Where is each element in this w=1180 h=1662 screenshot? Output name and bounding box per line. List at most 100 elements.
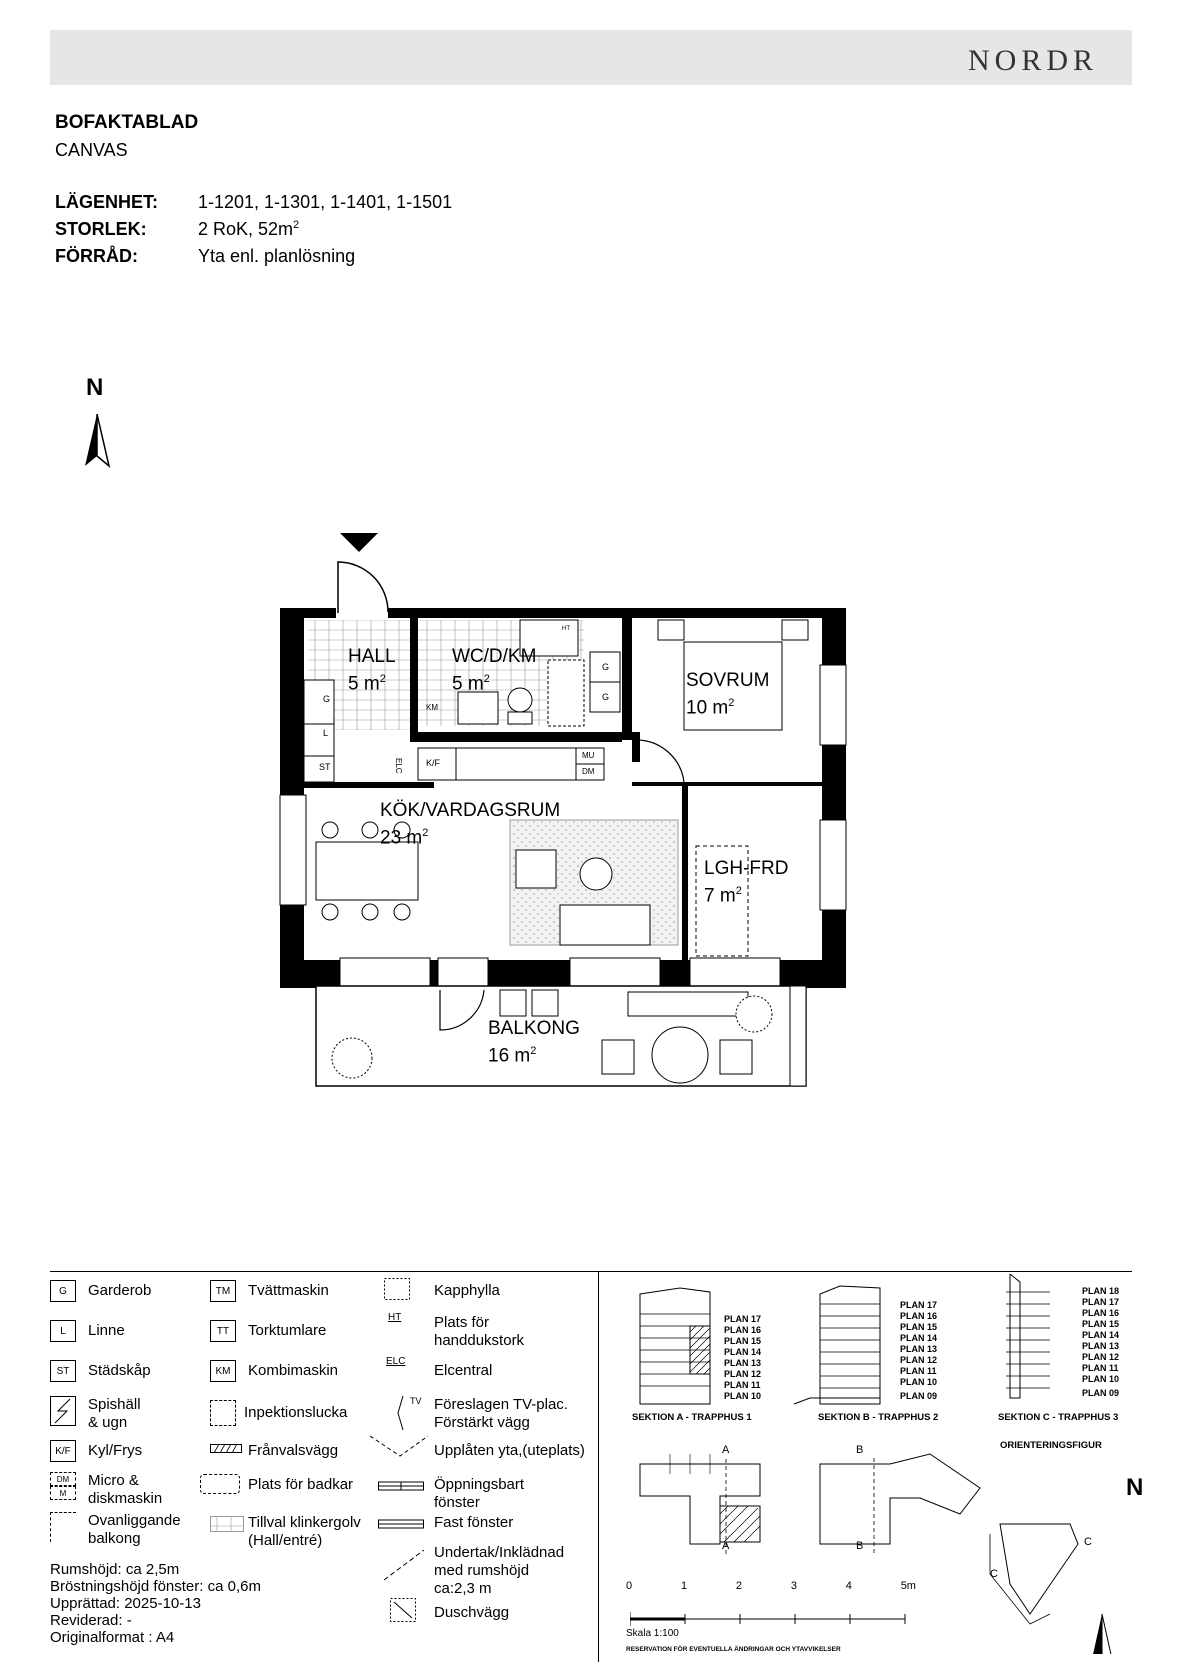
- section-diagrams: [630, 1274, 1112, 1654]
- document-title: BOFAKTABLAD: [55, 112, 199, 133]
- section-a-mark-bottom: A: [722, 1540, 730, 1552]
- tag-stadskap: ST: [319, 762, 331, 772]
- tag-micro: MU: [582, 751, 595, 760]
- legend-inspektionslucka: Inpektionslucka: [244, 1404, 348, 1421]
- ceiling-icon: [384, 1550, 424, 1580]
- coat-rack-icon: [384, 1278, 410, 1300]
- legend-micro: Micro & diskmaskin: [88, 1472, 163, 1507]
- legend-kapphylla: Kapphylla: [434, 1282, 500, 1299]
- tag-garderob-2: G: [602, 662, 610, 672]
- section-b-mark-top: B: [856, 1444, 864, 1456]
- tile-floor-icon: [210, 1516, 244, 1532]
- patio-icon: [370, 1435, 429, 1457]
- legend-garderob-symbol: G: [50, 1280, 76, 1302]
- legend-tv-symbol: TV: [410, 1396, 422, 1406]
- floor-plan: [279, 533, 847, 1087]
- scale-label: Skala 1:100: [626, 1628, 679, 1639]
- header-bar: NORDR: [50, 30, 1132, 85]
- legend-oppningsbart: Öppningsbart fönster: [434, 1476, 525, 1511]
- apartment-numbers: 1-1201, 1-1301, 1-1401, 1-1501: [198, 192, 453, 212]
- legend-km-symbol: KM: [210, 1360, 236, 1382]
- legend-spishall: Spishäll & ugn: [88, 1396, 141, 1431]
- tag-garderob: G: [323, 694, 331, 704]
- section-b-title: SEKTION B - TRAPPHUS 2: [818, 1412, 939, 1423]
- legend-klinkergolv: Tillval klinkergolv (Hall/entré): [248, 1514, 361, 1549]
- storage-label: FÖRRÅD:: [55, 246, 138, 266]
- legend-tv: Föreslagen TV-plac. Förstärkt vägg: [434, 1396, 568, 1431]
- section-c-title: SEKTION C - TRAPPHUS 3: [998, 1412, 1119, 1423]
- legend-ovanliggande: Ovanliggande balkong: [88, 1512, 181, 1547]
- legend-garderob: Garderob: [88, 1282, 152, 1299]
- reservation-note: RESERVATION FÖR EVENTUELLA ÄNDRINGAR OCH…: [626, 1646, 841, 1653]
- section-a-title: SEKTION A - TRAPPHUS 1: [632, 1412, 752, 1423]
- legend-column-divider: [598, 1271, 599, 1662]
- entrance-marker: [340, 533, 378, 552]
- legend-duschvagg: Duschvägg: [434, 1604, 510, 1621]
- legend-fast-fonster: Fast fönster: [434, 1514, 514, 1531]
- legend-linne-symbol: L: [50, 1320, 76, 1342]
- legend-kylfrys: Kyl/Frys: [88, 1442, 143, 1459]
- shower-wall-icon: [390, 1598, 416, 1622]
- legend-franvalsvagg: Frånvalsvägg: [248, 1442, 339, 1459]
- fixed-window-icon: [378, 1519, 424, 1529]
- tag-diskmaskin: DM: [582, 767, 595, 776]
- legend-undertak: Undertak/Inklädnad med rumshöjd ca:2,3 m: [434, 1544, 565, 1597]
- tv-icon: [397, 1396, 404, 1430]
- tag-garderob-3: G: [602, 692, 610, 702]
- legend-tt-symbol: TT: [210, 1320, 236, 1342]
- stove-icon: [50, 1396, 76, 1426]
- legend-elcentral: Elcentral: [434, 1362, 493, 1379]
- tag-kyl-frys: K/F: [426, 758, 441, 768]
- north-arrow-icon: [85, 414, 111, 469]
- tag-kombimaskin: KM: [426, 703, 438, 712]
- section-c-mark-left: C: [990, 1568, 998, 1580]
- tag-linne: L: [323, 728, 329, 738]
- storage-value: Yta enl. planlösning: [198, 246, 356, 266]
- north-label-small: N: [1126, 1474, 1144, 1501]
- legend-kombimaskin: Kombimaskin: [248, 1362, 339, 1379]
- legend-tvattmaskin: Tvättmaskin: [248, 1282, 329, 1299]
- section-c-mark-right: C: [1084, 1536, 1092, 1548]
- legend-balkong-symbol: [50, 1512, 76, 1542]
- legend-dm-symbol: DM: [50, 1472, 76, 1486]
- legend-badkar: Plats för badkar: [248, 1476, 354, 1493]
- legend-badkar-symbol: [200, 1474, 240, 1494]
- legend-kylfrys-symbol: K/F: [50, 1440, 76, 1462]
- size-value: 2 RoK, 52m2: [198, 219, 300, 239]
- apartment-label: LÄGENHET:: [55, 192, 158, 212]
- notes: Rumshöjd: ca 2,5m Bröstningshöjd fönster…: [50, 1561, 261, 1646]
- tag-handdukstork: HT: [562, 626, 570, 632]
- legend-inspektion-symbol: [210, 1400, 236, 1426]
- openable-window-icon: [378, 1481, 424, 1491]
- legend-handdukstork: Plats för handdukstork: [434, 1314, 525, 1349]
- nordr-logo: NORDR: [967, 44, 1098, 77]
- apartment-info: LÄGENHET:1-1201, 1-1301, 1-1401, 1-1501 …: [55, 192, 452, 273]
- section-a-mark-top: A: [722, 1444, 730, 1456]
- orientation-title: ORIENTERINGSFIGUR: [1000, 1440, 1102, 1451]
- legend-elc-symbol: ELC: [386, 1356, 406, 1367]
- legend-torktumlare: Torktumlare: [248, 1322, 327, 1339]
- legend-stadskap: Städskåp: [88, 1362, 151, 1379]
- legend-stadskap-symbol: ST: [50, 1360, 76, 1382]
- legend-tm-symbol: TM: [210, 1280, 236, 1302]
- legend-upplaten-yta: Upplåten yta,(uteplats): [434, 1442, 585, 1459]
- legend-m-symbol: M: [50, 1486, 76, 1500]
- hatch-wall-icon: [210, 1444, 242, 1454]
- legend-linne: Linne: [88, 1322, 125, 1339]
- north-label: N: [86, 374, 104, 401]
- section-b-mark-bottom: B: [856, 1540, 864, 1552]
- tag-elcentral: ELC: [394, 758, 403, 774]
- size-label: STORLEK:: [55, 219, 147, 239]
- legend-ht-symbol: HT: [388, 1312, 402, 1323]
- project-name: CANVAS: [55, 140, 128, 160]
